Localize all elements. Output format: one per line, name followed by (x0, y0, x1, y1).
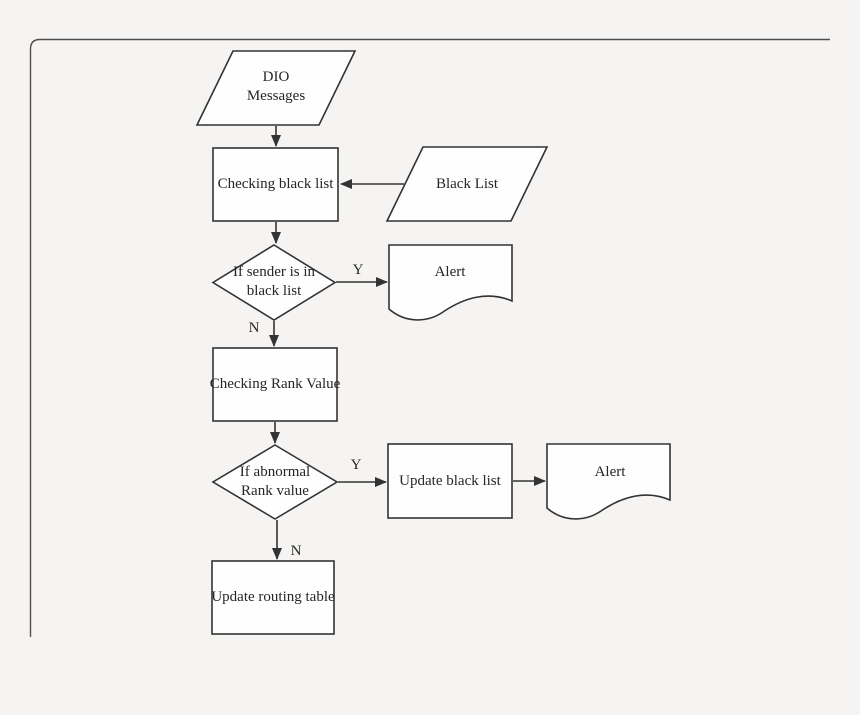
alert-rank-document (546, 443, 671, 520)
if-abnormal-line1: If abnormal (239, 464, 311, 480)
panel-frame-border (29, 38, 830, 637)
alert-sender-label: Alert (434, 263, 466, 280)
branch-label-rank-no: N (290, 542, 302, 559)
if-sender-in-blacklist-diamond (211, 244, 337, 321)
if-sender-line2: black list (246, 283, 302, 299)
alert-rank-label: Alert (594, 463, 626, 480)
branch-label-sender-no: N (248, 319, 260, 336)
black-list-label: Black List (435, 175, 499, 192)
checking-rank-value-label: Checking Rank Value (209, 376, 341, 392)
if-sender-line1: If sender is in (232, 264, 316, 280)
checking-rank-value-box (212, 347, 338, 422)
update-black-list-label: Update black list (399, 472, 501, 489)
if-abnormal-rank-diamond (211, 444, 339, 520)
if-abnormal-rank-label: If abnormal Rank value (215, 456, 335, 508)
update-routing-table-label: Update routing table (211, 589, 335, 605)
branch-label-rank-yes: Y (350, 456, 362, 473)
dio-messages-line2: Messages (246, 88, 306, 104)
dio-messages-parallelogram (195, 50, 357, 126)
dio-messages-line1: DIO (262, 69, 290, 85)
if-sender-in-blacklist-label: If sender is in black list (214, 256, 334, 308)
alert-sender-document (388, 244, 513, 321)
checking-black-list-box (212, 147, 339, 222)
checking-black-list-label: Checking black list (217, 176, 334, 192)
update-black-list-box (387, 443, 513, 519)
branch-label-sender-yes: Y (352, 261, 364, 278)
update-routing-table-box (211, 560, 335, 635)
black-list-parallelogram (385, 146, 549, 222)
if-abnormal-line2: Rank value (241, 483, 309, 499)
dio-messages-label: DIO Messages (216, 58, 336, 116)
